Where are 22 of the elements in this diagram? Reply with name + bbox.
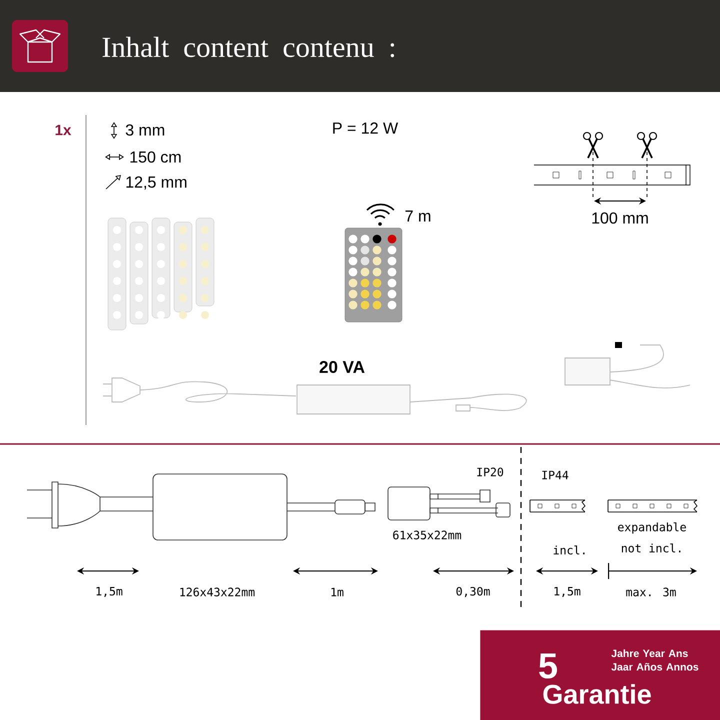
dimension-value: 100 mm — [592, 212, 648, 224]
dimension-value: 61x35x22mm — [393, 530, 462, 540]
title: Inhalt content contenu : — [102, 36, 394, 58]
note: not incl. — [622, 544, 680, 552]
dimension-value: 1,5m — [554, 587, 580, 597]
dimension-value: max. 3m — [626, 588, 676, 596]
range-value: 7 m — [405, 210, 430, 222]
note: expandable — [618, 522, 686, 534]
dimension-value: 126x43x22mm — [180, 588, 255, 596]
dimension-value: 150 cm — [130, 151, 181, 163]
warranty-badge: 5 Jahre Year Ans Jaar Años Annos Garantie — [480, 630, 720, 720]
quantity-label: 1x — [56, 124, 72, 136]
dimension-value: 1m — [331, 588, 344, 596]
power-value: 20 VA — [320, 360, 365, 374]
power-value: P = 12 W — [333, 122, 398, 134]
dimension-value: 1,5m — [96, 587, 122, 597]
dimension-value: 12,5 mm — [126, 176, 186, 190]
dimension-value: 0,30m — [456, 586, 490, 598]
protection-rating: IP44 — [542, 470, 568, 480]
protection-rating: IP20 — [477, 468, 504, 476]
dimension-value: 3 mm — [126, 124, 164, 136]
note: incl. — [554, 546, 585, 554]
